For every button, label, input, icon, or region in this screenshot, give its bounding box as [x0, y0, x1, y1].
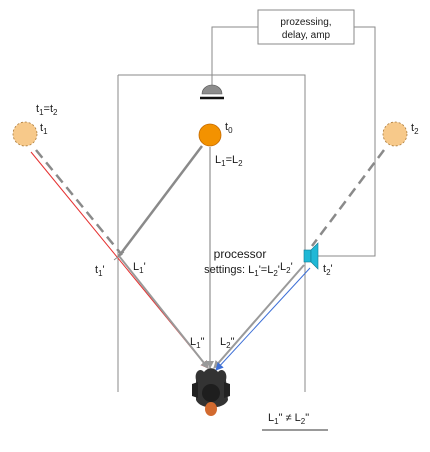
left-source-label: t1 [40, 122, 48, 136]
left-reflection-time-label: t1' [95, 264, 105, 278]
processor-settings-line1: processor [214, 247, 267, 261]
left-reflection-tick [113, 251, 125, 261]
left-source-circle [12, 121, 38, 147]
room-outline [117, 74, 306, 392]
right-path-dprime-label: L2" [220, 336, 235, 350]
processor-label-line1: prozessing, [280, 17, 331, 28]
center-source-circle [198, 123, 222, 147]
center-source-label: t0 [225, 121, 233, 135]
processor-to-mic-wire [211, 26, 258, 86]
processor-to-speaker-wire [318, 26, 376, 257]
right-path-prime-label: L2' [280, 261, 293, 275]
left-source-dashed-ray [35, 149, 123, 256]
listener-head-icon [192, 368, 230, 416]
center-to-left-wall-ray [118, 145, 203, 257]
microphone-icon [201, 84, 223, 95]
right-source-label: t2 [411, 122, 419, 136]
left-reflection-ray [118, 255, 209, 369]
processor-box [257, 9, 355, 45]
processor-settings-line2: settings: L1'=L2' [204, 264, 280, 278]
center-path-equation: L1=L2 [215, 154, 243, 168]
processor-label-line2: delay, amp [282, 30, 331, 41]
loudspeaker-icon [303, 242, 319, 270]
right-source-circle [382, 121, 408, 147]
time-equation-label: t1=t2 [36, 103, 58, 117]
bottom-inequality-label: L1" ≠ L2" [268, 412, 309, 426]
right-reflection-ray [213, 264, 305, 369]
left-path-prime-label: L1' [133, 261, 146, 275]
left-path-dprime-label: L1" [190, 336, 205, 350]
right-source-dashed-ray [311, 149, 385, 247]
right-blue-ray [215, 267, 311, 371]
right-reflection-time-label: t2' [323, 263, 333, 277]
